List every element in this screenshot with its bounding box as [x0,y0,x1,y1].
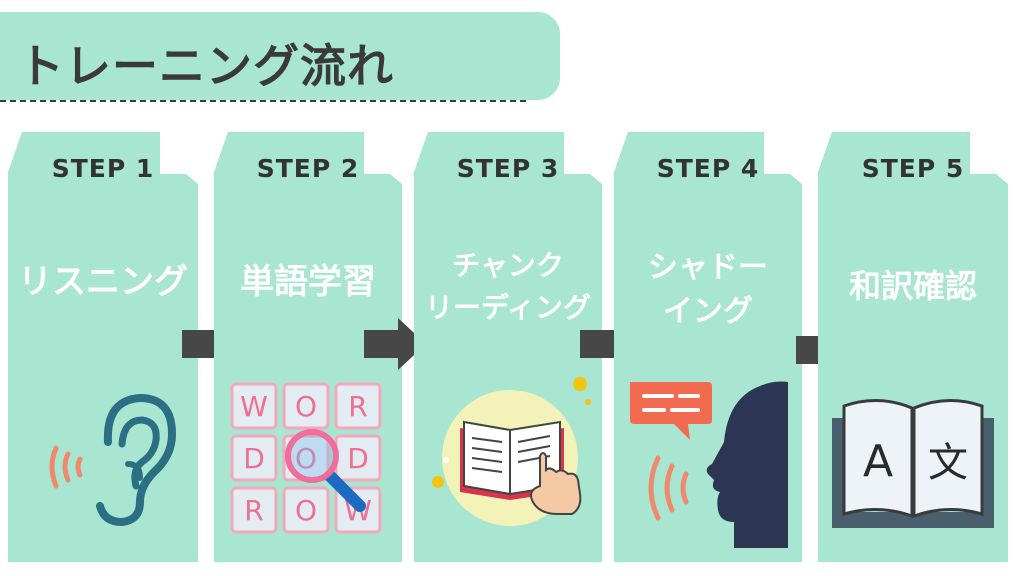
step-title-4-line-2: イング [663,294,753,329]
translation-letter-a: A [863,436,893,487]
grid-letter: O [295,390,317,423]
grid-letter: D [243,442,265,475]
step-title-3-line-2: リーディング [424,291,592,324]
grid-letter: W [240,390,268,423]
grid-letter: O [295,494,317,527]
speaking-head-icon [630,381,788,548]
step-card-2: STEP 2 単語学習 W O R D O D R O W [214,132,402,562]
translation-book-icon: A 文 [832,398,994,528]
step-title-3-line-1: チャンク [452,249,564,282]
book-pointing-hand-icon [432,377,591,526]
grid-letter: D [347,442,369,475]
word-grid-magnifier-icon: W O R D O D R O W [230,382,382,534]
step-label-2: STEP 2 [256,154,360,183]
translation-letter-kanji: 文 [928,440,968,486]
step-card-4: STEP 4 シャドー イング [614,132,802,562]
grid-letter: O [295,442,317,475]
title-banner: トレーニング流れ [0,12,560,102]
flow-arrow-2 [364,318,426,370]
step-title-2: 単語学習 [240,262,376,302]
title-underline [0,100,526,102]
step-card-1: STEP 1 リスニング [8,132,198,562]
step-label-5: STEP 5 [861,154,965,183]
step-label-3: STEP 3 [456,154,560,183]
step-label-1: STEP 1 [51,154,155,183]
step-title-4-line-1: シャドー [648,250,768,285]
step-card-3: STEP 3 チャンク リーディング [414,132,602,562]
page-title: トレーニング流れ [18,39,394,93]
grid-letter: R [244,494,263,527]
step-label-4: STEP 4 [656,154,760,183]
step-title-5: 和訳確認 [848,267,977,305]
grid-letter: R [348,390,367,423]
ear-icon [49,393,177,527]
step-card-5: STEP 5 和訳確認 A 文 [818,132,1008,562]
step-title-1: リスニング [18,262,188,302]
